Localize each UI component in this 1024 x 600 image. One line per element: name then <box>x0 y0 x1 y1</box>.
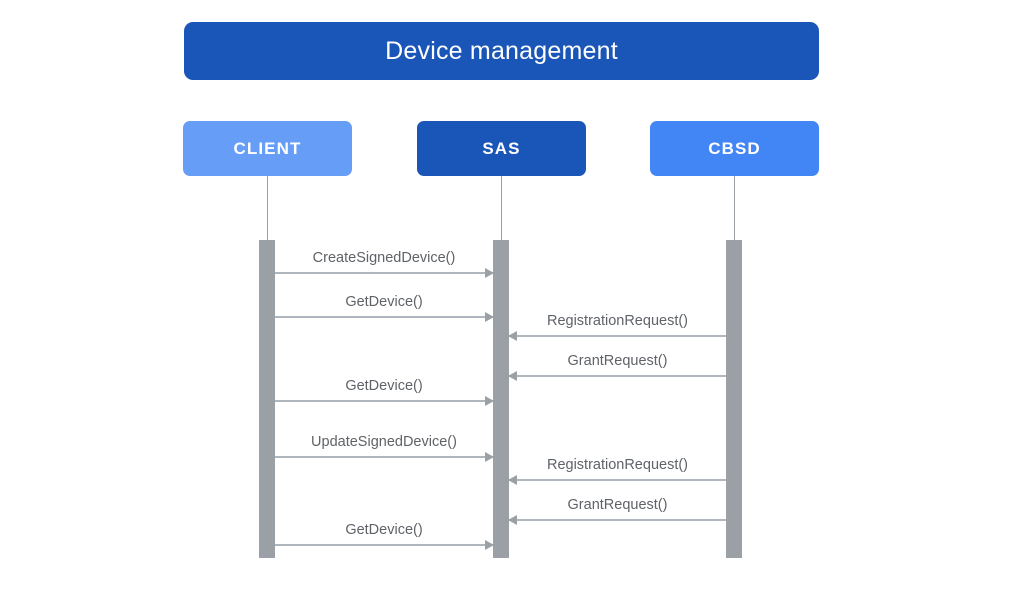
message-label: GetDevice() <box>345 378 423 394</box>
participant-label: CLIENT <box>233 138 302 158</box>
message-line <box>275 456 493 458</box>
message-label: RegistrationRequest() <box>546 313 689 329</box>
message-label: RegistrationRequest() <box>546 457 689 473</box>
message-line <box>275 544 493 546</box>
activation-bar-sas <box>493 240 509 558</box>
message-client-to-sas: CreateSignedDevice() <box>275 250 494 278</box>
message-line <box>509 335 726 337</box>
arrowhead-icon <box>485 540 494 550</box>
participant-label: CBSD <box>708 138 761 158</box>
message-line <box>509 519 726 521</box>
page-title: Device management <box>385 36 618 65</box>
message-client-to-sas: GetDevice() <box>275 378 494 406</box>
activation-bar-client <box>259 240 275 558</box>
message-cbsd-to-sas: RegistrationRequest() <box>508 457 726 485</box>
message-client-to-sas: UpdateSignedDevice() <box>275 434 494 462</box>
activation-bar-cbsd <box>726 240 742 558</box>
participant-sas[interactable]: SAS <box>417 121 586 176</box>
arrowhead-icon <box>508 331 517 341</box>
message-line <box>275 272 493 274</box>
arrowhead-icon <box>485 452 494 462</box>
message-line <box>509 375 726 377</box>
participant-label: SAS <box>482 138 521 158</box>
message-line <box>275 316 493 318</box>
lifeline-sas <box>501 176 502 240</box>
arrowhead-icon <box>485 312 494 322</box>
message-label: GrantRequest() <box>567 497 668 513</box>
arrowhead-icon <box>508 371 517 381</box>
arrowhead-icon <box>508 475 517 485</box>
message-client-to-sas: GetDevice() <box>275 294 494 322</box>
message-line <box>275 400 493 402</box>
participant-client[interactable]: CLIENT <box>183 121 352 176</box>
message-label: GrantRequest() <box>567 353 668 369</box>
message-label: GetDevice() <box>345 522 423 538</box>
message-client-to-sas: GetDevice() <box>275 522 494 550</box>
arrowhead-icon <box>485 268 494 278</box>
participant-cbsd[interactable]: CBSD <box>650 121 819 176</box>
lifeline-cbsd <box>734 176 735 240</box>
message-label: UpdateSignedDevice() <box>311 434 457 450</box>
message-label: CreateSignedDevice() <box>312 250 456 266</box>
message-cbsd-to-sas: RegistrationRequest() <box>508 313 726 341</box>
arrowhead-icon <box>508 515 517 525</box>
lifeline-client <box>267 176 268 240</box>
arrowhead-icon <box>485 396 494 406</box>
message-line <box>509 479 726 481</box>
diagram-title-bar: Device management <box>184 22 819 80</box>
message-cbsd-to-sas: GrantRequest() <box>508 497 726 525</box>
message-cbsd-to-sas: GrantRequest() <box>508 353 726 381</box>
message-label: GetDevice() <box>345 294 423 310</box>
